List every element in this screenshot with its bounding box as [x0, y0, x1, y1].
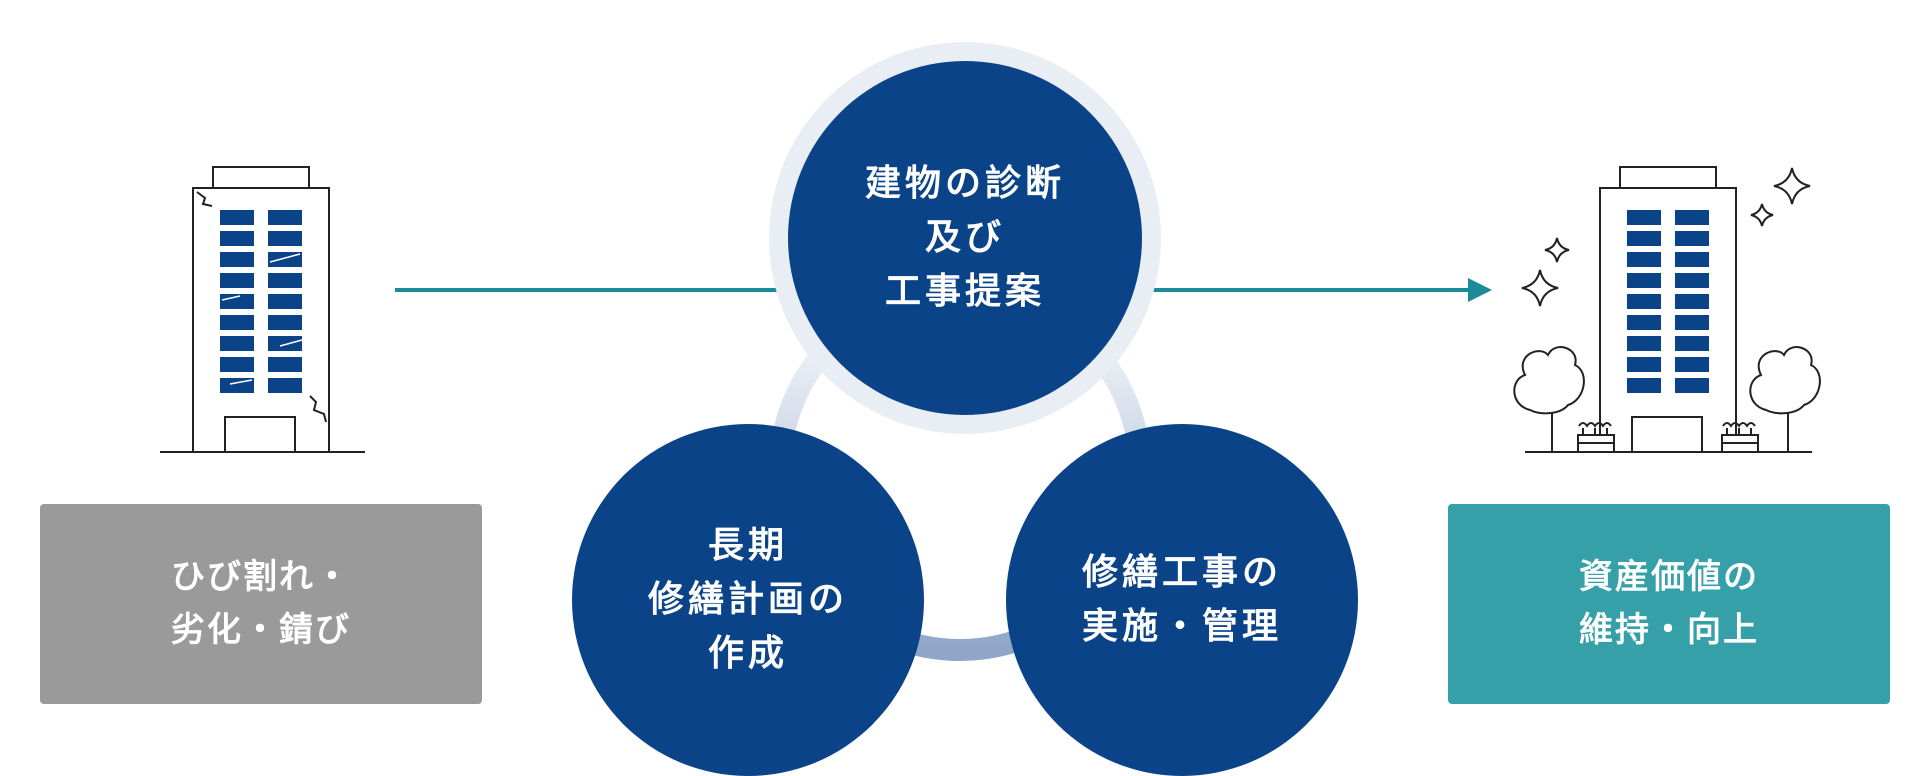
before-label-line-1: ひび割れ・ — [171, 557, 351, 598]
circle-plan-line-2: 修繕計画の — [647, 579, 848, 620]
circle-construction-management: 修繕工事の 実施・管理 — [1006, 424, 1358, 776]
sparkle-icon — [1521, 167, 1811, 307]
circle-construction-line-1: 修繕工事の — [1081, 552, 1282, 593]
damaged-building-icon — [160, 166, 365, 453]
circle-diagnosis-line-3: 工事提案 — [884, 271, 1045, 312]
renewed-building-icon — [1513, 166, 1821, 453]
circle-diagnosis-line-2: 及び — [924, 217, 1005, 258]
before-label-box: ひび割れ・ 劣化・錆び — [40, 504, 482, 704]
circle-plan-line-1: 長期 — [707, 525, 788, 566]
circle-construction-line-2: 実施・管理 — [1081, 606, 1282, 647]
circle-long-term-plan: 長期 修繕計画の 作成 — [572, 424, 924, 776]
circle-plan-line-3: 作成 — [707, 633, 788, 674]
circle-diagnosis: 建物の診断 及び 工事提案 — [788, 61, 1142, 415]
after-label-line-2: 維持・向上 — [1579, 610, 1759, 650]
circle-diagnosis-line-1: 建物の診断 — [864, 163, 1065, 204]
after-label-box: 資産価値の 維持・向上 — [1448, 504, 1890, 704]
after-label-line-1: 資産価値の — [1579, 557, 1759, 598]
before-label-line-2: 劣化・錆び — [171, 610, 351, 650]
